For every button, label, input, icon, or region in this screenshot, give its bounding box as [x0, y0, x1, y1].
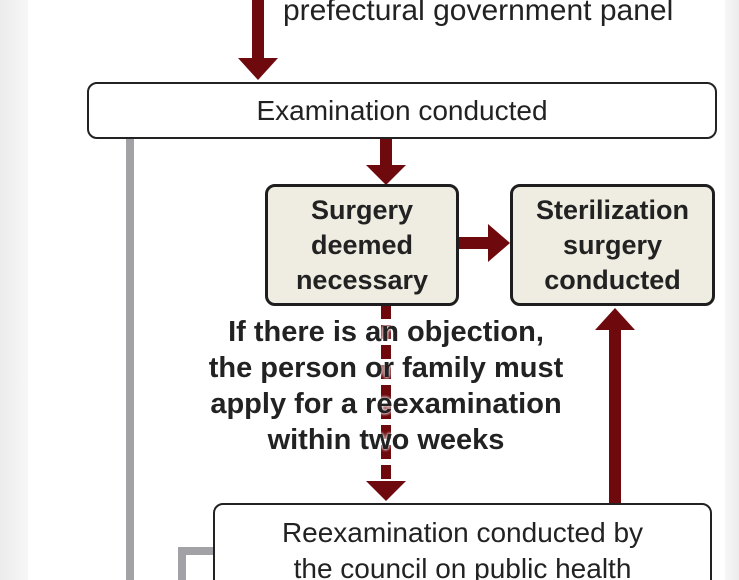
examination-label: Examination conducted: [256, 95, 548, 126]
arrow-exam-head: [366, 165, 406, 185]
arrow-up-shaft: [609, 328, 621, 504]
arrow-top-shaft: [252, 0, 264, 60]
surgery-line: Surgery: [310, 194, 414, 225]
objection-note: If there is an objection, the person or …: [136, 314, 636, 458]
arrow-dashed-head: [366, 481, 406, 501]
arrow-top-head: [238, 58, 278, 80]
surgery-box: Surgery deemed necessary: [265, 184, 459, 306]
surgery-line: deemed: [310, 229, 414, 260]
arrow-up-head: [595, 308, 635, 330]
sterilization-line: surgery: [562, 229, 663, 260]
arrow-right-shaft: [458, 237, 490, 249]
objection-line: If there is an objection,: [228, 316, 544, 348]
sterilization-line: Sterilization: [535, 194, 690, 225]
sterilization-line: conducted: [544, 264, 681, 295]
arrow-right-head: [488, 224, 510, 262]
objection-line: apply for a reexamination: [210, 388, 562, 420]
gray-bracket: [178, 547, 213, 580]
reexamination-line: Reexamination conducted by: [281, 517, 644, 548]
surgery-line: necessary: [295, 264, 429, 295]
reexamination-line: the council on public health: [293, 553, 632, 580]
reexamination-box: Reexamination conducted by the council o…: [213, 503, 712, 580]
gray-line-left: [126, 138, 134, 580]
objection-line: the person or family must: [208, 352, 564, 384]
top-label: prefectural government panel: [283, 0, 674, 27]
page-edge-left: [0, 0, 28, 580]
sterilization-box: Sterilization surgery conducted: [510, 184, 715, 306]
examination-box: Examination conducted: [87, 82, 717, 139]
objection-line: within two weeks: [267, 424, 505, 456]
page-edge-right: [725, 0, 739, 580]
arrow-exam-shaft: [380, 138, 392, 168]
